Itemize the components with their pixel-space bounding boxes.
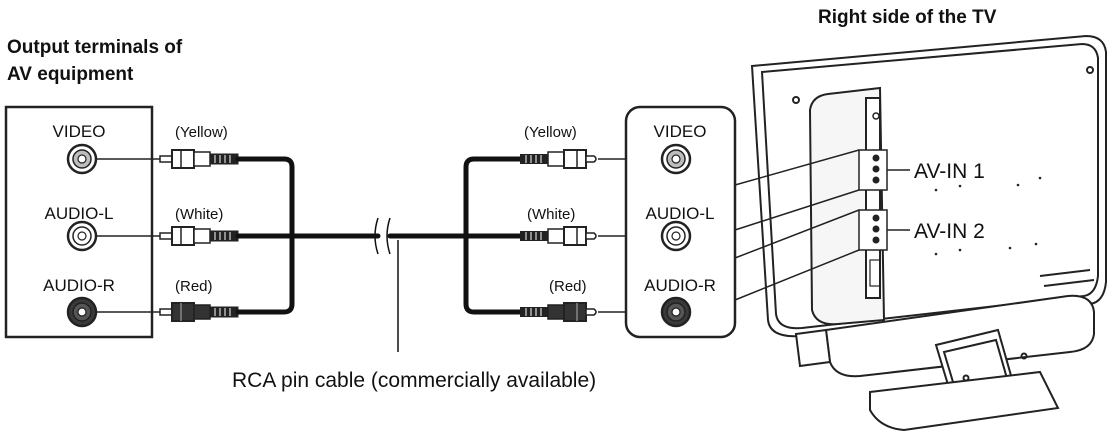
source-video-jack [66, 143, 98, 175]
cable-break-mark [374, 217, 391, 255]
right-white-plug [520, 226, 597, 246]
tv-video-jack [660, 143, 692, 175]
cable-caption: RCA pin cable (commercially available) [232, 369, 596, 392]
right-plug-white-label: (White) [527, 206, 575, 223]
right-yellow-plug [520, 149, 597, 169]
source-audio-l-jack [66, 220, 98, 252]
tv-back-texture-dots [934, 176, 1042, 256]
tv-panel-callout-lines [734, 149, 860, 301]
av-in-1-label: AV-IN 1 [914, 160, 985, 183]
tv-strip-screw-icon [872, 112, 880, 120]
tv-audio-l-label: AUDIO-L [646, 204, 715, 223]
tv-side-heading: Right side of the TV [818, 7, 997, 28]
rca-cable [235, 156, 523, 315]
tv-back-illustration [750, 34, 1107, 432]
av-in-1-terminal-box [858, 149, 888, 191]
tv-audio-r-jack [660, 296, 692, 328]
left-plug-white-label: (White) [175, 206, 223, 223]
right-red-plug [520, 302, 597, 322]
source-video-label: VIDEO [53, 122, 106, 141]
left-plug-yellow-label: (Yellow) [175, 124, 228, 141]
left-white-plug [159, 226, 239, 246]
right-plug-yellow-label: (Yellow) [524, 124, 577, 141]
source-heading-line2: AV equipment [7, 64, 134, 85]
source-heading-line1: Output terminals of [7, 37, 183, 58]
left-yellow-plug [159, 149, 239, 169]
av-in-2-label: AV-IN 2 [914, 220, 985, 243]
left-plug-red-label: (Red) [175, 278, 213, 295]
right-plug-red-label: (Red) [549, 278, 587, 295]
av-in-2-terminal-box [858, 209, 888, 251]
tv-video-label: VIDEO [654, 122, 707, 141]
source-audio-l-label: AUDIO-L [45, 204, 114, 223]
tv-strip-extra-jacks [869, 259, 881, 287]
source-audio-r-jack [66, 296, 98, 328]
source-audio-r-label: AUDIO-R [43, 276, 115, 295]
tv-audio-r-label: AUDIO-R [644, 276, 716, 295]
tv-audio-l-jack [660, 220, 692, 252]
left-red-plug [159, 302, 239, 322]
